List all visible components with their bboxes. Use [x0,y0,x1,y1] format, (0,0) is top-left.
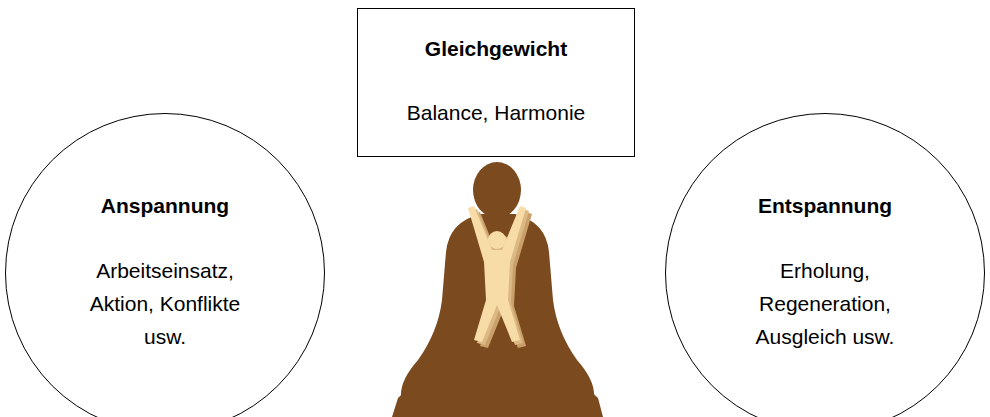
balance-box: GleichgewichtBalance, Harmonie [357,8,635,157]
node-content: AnspannungArbeitseinsatz, Aktion, Konfli… [5,113,325,417]
tension-circle: AnspannungArbeitseinsatz, Aktion, Konfli… [5,113,325,417]
inner-figure [468,206,532,348]
node-content: EntspannungErholung, Regeneration, Ausgl… [665,113,985,417]
node-heading: Anspannung [101,193,229,219]
circle-shape [6,114,325,417]
relaxation-circle: EntspannungErholung, Regeneration, Ausgl… [665,113,985,417]
node-text: Erholung, Regeneration, Ausgleich usw. [730,254,920,353]
silhouette [392,162,603,417]
node-heading: Gleichgewicht [425,36,567,62]
node-content: GleichgewichtBalance, Harmonie [358,9,634,156]
node-text: Arbeitseinsatz, Aktion, Konflikte usw. [70,254,260,353]
node-text: Balance, Harmonie [407,96,586,129]
node-heading: Entspannung [758,193,892,219]
circle-shape [666,114,985,417]
